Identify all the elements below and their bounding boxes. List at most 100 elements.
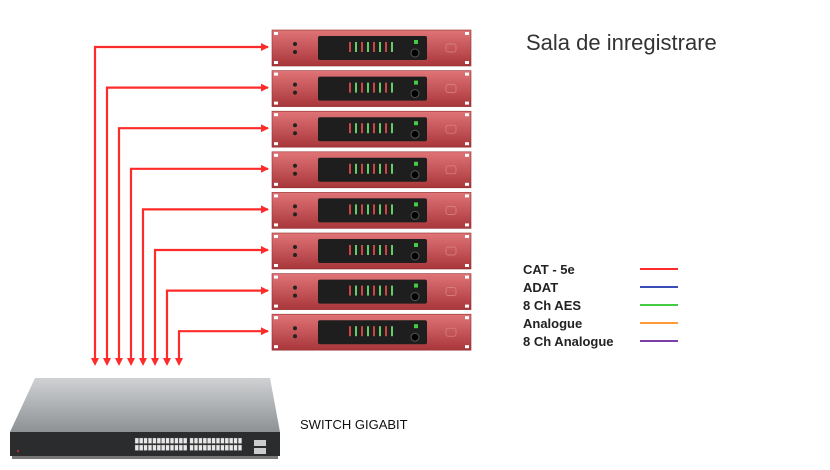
cat5e-cable — [141, 205, 269, 364]
meter-led — [391, 285, 393, 296]
meter-led — [385, 285, 387, 296]
meter-led — [355, 204, 357, 215]
gigabit-switch — [10, 378, 280, 459]
legend: CAT - 5e ADAT 8 Ch AES Analogue 8 Ch Ana… — [523, 260, 678, 350]
meter-led — [367, 163, 369, 174]
ethernet-port — [198, 444, 203, 451]
meter-led — [385, 42, 387, 52]
cat5e-cable — [129, 164, 269, 364]
ethernet-port — [233, 437, 238, 444]
meter-led — [373, 326, 375, 337]
switch-front — [10, 432, 280, 456]
front-panel — [318, 36, 427, 60]
meter-led — [391, 123, 393, 134]
cat5e-cable — [165, 286, 269, 364]
ethernet-port — [224, 437, 229, 444]
meter-led — [373, 245, 375, 255]
meter-led — [391, 42, 393, 52]
ethernet-port — [148, 437, 152, 444]
meter-led — [367, 123, 369, 134]
ethernet-port — [216, 437, 220, 444]
meter-led — [373, 285, 375, 296]
meter-led — [367, 326, 369, 337]
meter-led — [361, 123, 363, 134]
meter-led — [361, 245, 363, 255]
ethernet-port — [143, 437, 148, 444]
audio-interface-rack — [271, 232, 472, 270]
meter-led — [391, 82, 393, 93]
audio-interface-rack — [271, 110, 472, 148]
ethernet-port — [156, 437, 161, 444]
meter-led — [367, 82, 369, 93]
ethernet-port — [233, 444, 238, 451]
jack-icon — [293, 50, 297, 54]
ethernet-port — [211, 437, 216, 444]
meter-led — [355, 163, 357, 174]
meter-led — [361, 163, 363, 174]
meter-led — [373, 42, 375, 52]
meter-led — [361, 204, 363, 215]
meter-led — [349, 42, 351, 52]
front-panel — [318, 279, 427, 304]
ethernet-port — [178, 444, 183, 451]
ethernet-port — [207, 437, 212, 444]
arrow-down-icon — [127, 358, 135, 366]
meter-led — [349, 326, 351, 337]
volume-knob-icon — [410, 251, 420, 261]
ethernet-port — [220, 437, 225, 444]
meter-led — [379, 285, 381, 296]
sfp-port — [254, 440, 266, 446]
status-led — [17, 450, 19, 452]
ethernet-port — [152, 444, 157, 451]
jack-icon — [293, 123, 297, 128]
ethernet-port — [211, 444, 216, 451]
switch-label: SWITCH GIGABIT — [300, 417, 408, 432]
jack-icon — [293, 212, 297, 217]
meter-led — [391, 163, 393, 174]
meter-led — [355, 82, 357, 93]
meter-led — [355, 123, 357, 134]
ethernet-port — [152, 437, 157, 444]
meter-led — [367, 245, 369, 255]
ethernet-port — [224, 444, 229, 451]
volume-knob-icon — [410, 210, 420, 220]
ethernet-port — [170, 437, 174, 444]
meter-led — [361, 326, 363, 337]
ethernet-port — [139, 444, 144, 451]
front-panel — [318, 76, 427, 101]
meter-led — [373, 163, 375, 174]
meter-led — [367, 204, 369, 215]
audio-interface-rack — [271, 273, 472, 310]
arrow-down-icon — [115, 358, 123, 366]
ethernet-port — [202, 437, 207, 444]
meter-led — [349, 123, 351, 134]
meter-led — [391, 326, 393, 337]
ethernet-port — [189, 437, 194, 444]
meter-led — [349, 285, 351, 296]
arrow-down-icon — [163, 358, 171, 366]
meter-led — [373, 204, 375, 215]
diagram-title: Sala de inregistrare — [526, 30, 717, 55]
jack-icon — [293, 171, 297, 176]
legend-item: 8 Ch AES — [523, 296, 678, 314]
meter-led — [361, 82, 363, 93]
volume-knob-icon — [410, 292, 420, 302]
meter-led — [349, 204, 351, 215]
legend-line-swatch — [640, 268, 678, 270]
ethernet-port — [183, 437, 188, 444]
arrow-down-icon — [151, 358, 159, 366]
meter-led — [385, 82, 387, 93]
ethernet-port — [134, 444, 139, 451]
ethernet-port — [178, 437, 183, 444]
ethernet-port — [156, 444, 161, 451]
ethernet-port — [174, 444, 179, 451]
sfp-port — [254, 448, 266, 454]
volume-knob-icon — [410, 170, 420, 180]
meter-led — [379, 82, 381, 93]
meter-led — [385, 123, 387, 134]
ethernet-port — [229, 437, 234, 444]
jack-icon — [293, 42, 297, 46]
ethernet-port — [194, 437, 198, 444]
arrow-down-icon — [175, 358, 183, 366]
